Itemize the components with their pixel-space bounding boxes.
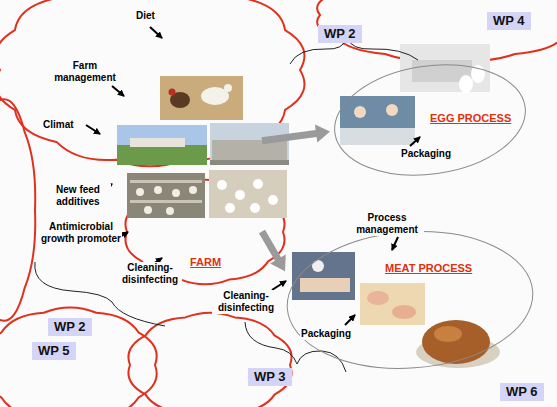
cage-photo [127,173,205,218]
work-package-label: WP 6 [506,384,538,400]
work-package-label: WP 2 [324,26,356,42]
work-package-outline [0,99,35,321]
work-package-box: WP 6 [500,383,544,401]
section-title: FARM [190,256,221,269]
hens-photo [209,170,287,218]
work-package-label: WP 3 [254,369,286,385]
process-ellipse: EGG PROCESS Packaging [330,62,530,178]
work-package-label: WP 5 [38,343,70,359]
factor-label: Diet [135,10,156,22]
process-label: Packaging [300,328,352,340]
process-label: Process management [350,212,424,236]
farm-area: FARM [115,70,262,272]
work-package-box: WP 4 [487,12,531,30]
factor-label: Cleaning-disinfecting [118,262,182,286]
factor-label: New feed additives [45,184,111,208]
factor-label: Farm management [48,60,122,84]
process-label: Packaging [400,148,452,160]
factor-label: Climat [42,119,75,131]
pointer-arrow [86,27,420,325]
field-photo [117,125,207,165]
work-package-label: WP 4 [493,13,525,29]
flow-arrow-shaft [262,133,318,141]
work-package-label: WP 2 [54,319,86,335]
section-title: MEAT PROCESS [385,262,472,275]
flow-arrow [262,125,330,143]
ellipse-outline [327,53,532,187]
work-package-outline [0,308,157,407]
work-package-box: WP 5 [32,342,76,360]
ellipse-outline [285,228,535,372]
meat-processing-photo [292,252,355,300]
arrow-head [315,125,330,143]
process-ellipse: Process managementMEAT PROCESSPackaging [285,228,535,372]
diet-photo [160,76,243,120]
flow-arrow [262,232,286,272]
factor-label: Cleaning-disinfecting [212,290,280,314]
work-package-outline [0,0,304,166]
factor-label: Antimicrobial growth promoter [40,221,122,245]
building-photo [210,123,289,165]
section-title: EGG PROCESS [430,112,511,125]
egg-sorting-photo [340,96,415,145]
arrow-head [270,255,286,272]
ellipse-outline [283,224,538,377]
flow-arrow-shaft [262,232,279,261]
work-package-box: WP 2 [318,25,362,43]
work-package-outline [128,313,291,407]
work-package-box: WP 3 [248,368,292,386]
chicken-parts-photo [360,283,425,325]
work-package-box: WP 2 [48,318,92,336]
